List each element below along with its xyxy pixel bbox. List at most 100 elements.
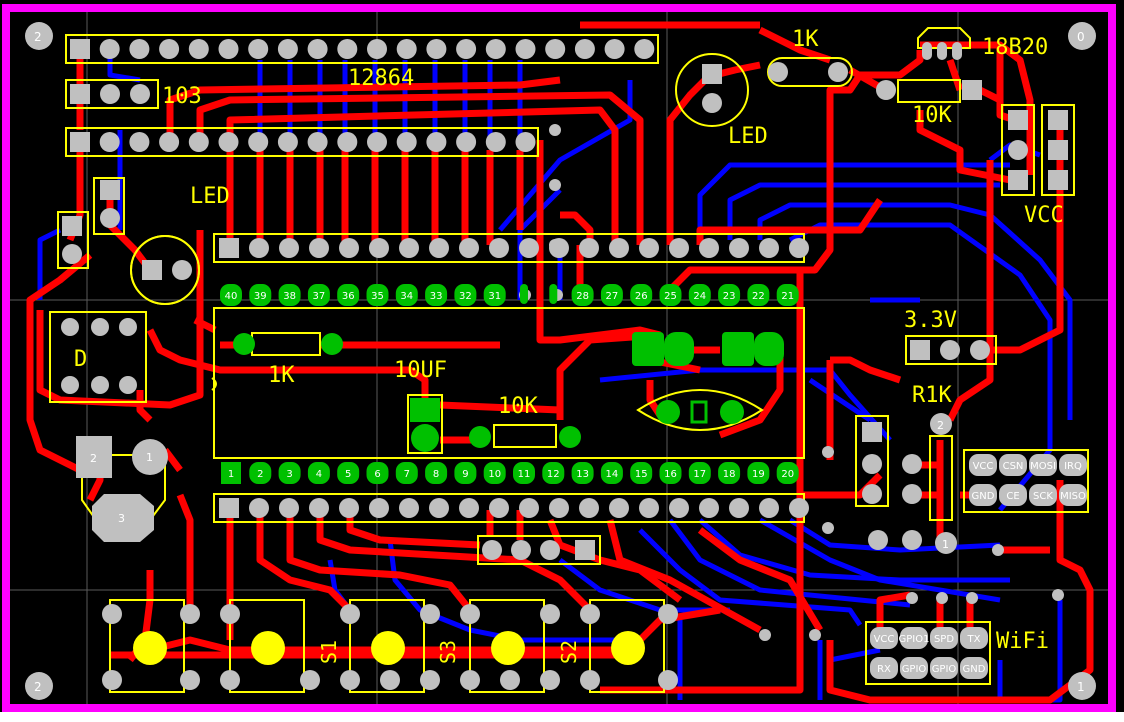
pad-round	[485, 132, 506, 152]
led-left	[130, 235, 200, 305]
pad-square	[100, 180, 120, 200]
wifi-pin-label: GPIO	[932, 664, 957, 675]
ic-pin-empty	[549, 284, 558, 304]
sensor-pin	[922, 42, 932, 60]
pad-round	[339, 238, 359, 258]
lcd-pad	[99, 39, 120, 59]
ic-pin-number: 35	[371, 291, 384, 302]
pad-round	[279, 498, 299, 518]
power-jack: 2 1 3	[76, 436, 168, 542]
pad-square	[219, 238, 239, 258]
nrf-pin	[1029, 484, 1057, 506]
label-r-10k-top: 10K	[912, 103, 952, 128]
pad-round	[489, 498, 509, 518]
pad-round	[102, 604, 122, 624]
ic-pin	[307, 284, 330, 306]
wifi-pin-label: TX	[967, 634, 981, 645]
pad-round	[580, 670, 600, 690]
pad-round	[119, 318, 137, 336]
pad-round	[248, 132, 269, 152]
pad-square	[962, 80, 982, 100]
label-power-jack: D	[74, 347, 87, 372]
ic-pin	[221, 462, 241, 484]
wifi-pin	[900, 657, 928, 679]
pad-round	[549, 498, 569, 518]
ic-pin	[600, 284, 623, 306]
pad-round	[936, 592, 948, 604]
pad-square	[1048, 110, 1068, 130]
lcd-pad	[485, 39, 506, 59]
pad-round	[180, 604, 200, 624]
wifi-pin	[870, 657, 898, 679]
wifi-pin-label: RX	[877, 664, 891, 675]
wifi-pin	[930, 657, 958, 679]
ic-pin-number: 32	[459, 291, 472, 302]
pad-round	[515, 132, 536, 152]
label-cap: 10UF	[394, 358, 447, 383]
pad-round	[759, 238, 779, 258]
pad-round	[180, 670, 200, 690]
wifi-pin-label: GPIO	[902, 664, 927, 675]
lcd-pad	[634, 39, 655, 59]
wifi-pin-label: SPD	[934, 634, 954, 645]
pad-round	[61, 376, 79, 394]
pad-round	[460, 670, 480, 690]
pad-square	[62, 216, 82, 236]
ic-pin	[688, 284, 711, 306]
sensor-pin	[937, 42, 947, 60]
ic-pin-number: 15	[635, 469, 648, 480]
ic-pin	[718, 284, 741, 306]
r1k-pin-2: 2	[937, 419, 944, 432]
pad-square	[1048, 170, 1068, 190]
ic-pin-number: 27	[606, 291, 619, 302]
ic-pin	[776, 284, 799, 306]
lcd-pad	[277, 39, 298, 59]
lcd-pad	[218, 39, 239, 59]
pad-round	[420, 604, 440, 624]
ic-pin	[395, 284, 418, 306]
ic-pin	[337, 284, 360, 306]
pad-round	[970, 340, 990, 360]
ic-pin	[630, 462, 653, 484]
ic-pin	[600, 462, 623, 484]
ic-pin-number: 36	[342, 291, 355, 302]
pad-round	[940, 340, 960, 360]
pad-round	[367, 132, 387, 152]
nrf-pin	[999, 484, 1027, 506]
pad-round	[729, 238, 749, 258]
ic-pin	[542, 462, 565, 484]
lcd-pad	[426, 39, 447, 59]
pad-round	[399, 498, 419, 518]
label-3v3: 3.3V	[904, 308, 957, 333]
pad-round	[309, 498, 329, 518]
ic-pin	[278, 284, 301, 306]
pad-round	[609, 238, 629, 258]
pad-round	[669, 238, 689, 258]
pad-round	[460, 604, 480, 624]
pad-round	[307, 132, 328, 152]
ic-pin	[249, 284, 272, 306]
pad-round	[822, 446, 834, 458]
through-hole-pads	[61, 42, 1068, 690]
ic-pin	[659, 284, 682, 306]
ic-pin	[366, 284, 389, 306]
pad-round	[61, 318, 79, 336]
nrf-pin-label: CSN	[1003, 461, 1024, 472]
silkscreen-outlines	[49, 27, 1089, 693]
label-lcd: 12864	[348, 66, 414, 91]
power-jack-pin-2: 2	[90, 452, 97, 465]
r1k-pad-1	[935, 532, 957, 554]
lcd-pad	[396, 39, 417, 59]
ic-pin-number: 2	[257, 469, 263, 480]
nrf-pin-label: IRQ	[1064, 461, 1082, 472]
ic-pin	[307, 462, 330, 484]
lcd-pad	[337, 39, 358, 59]
lcd-pad	[515, 39, 536, 59]
ic-pin	[454, 462, 477, 484]
pad-round	[579, 238, 599, 258]
power-jack-pin-1: 1	[146, 451, 153, 464]
ic-pin-number: 6	[374, 469, 380, 480]
ic-pin-number: 4	[316, 469, 322, 480]
ic-pin-number: 25	[664, 291, 677, 302]
lcd-pad	[188, 39, 209, 59]
